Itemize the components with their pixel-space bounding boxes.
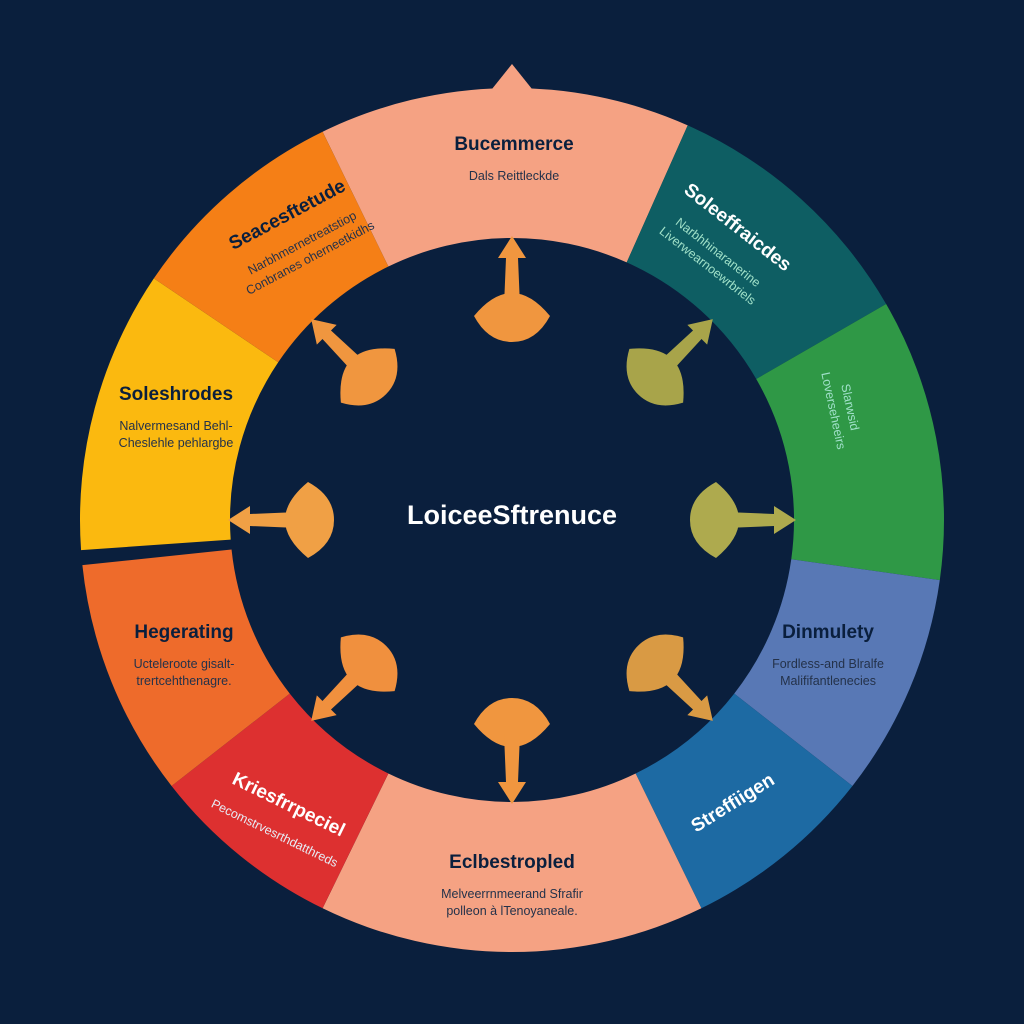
segment-title: Dinmulety [782, 622, 874, 643]
connector-arrow [626, 319, 713, 406]
center-label: LoiceeSftrenuce [407, 500, 617, 530]
segments-layer [80, 88, 944, 952]
segment-bottom-right [734, 559, 940, 786]
segment-subtitle-line: trertcehthenagre. [136, 674, 231, 688]
segment-subtitle-line: Melveerrnmeerand Sfrafir [441, 887, 583, 901]
connector-arrow [690, 482, 796, 558]
segment-title: Hegerating [134, 622, 233, 643]
segment-top [322, 88, 688, 267]
segment-subtitle-line: Malififantlenecies [780, 674, 876, 688]
segment-subtitle-line: Fordless-and Blralfe [772, 657, 884, 671]
segment-right [756, 304, 944, 581]
segment-subtitle-line: Dals Reittleckde [469, 169, 559, 183]
connector-arrow [626, 634, 713, 721]
connector-arrow [311, 634, 398, 721]
segment-top-right [626, 125, 887, 380]
segment-left [80, 278, 279, 551]
connector-arrow [474, 236, 550, 342]
segment-bottom [322, 773, 702, 952]
connectors-layer [228, 236, 796, 804]
connector-arrow [228, 482, 334, 558]
segment-subtitle-line: polleon à lTenoyaneale. [446, 904, 577, 918]
segment-bottom-left [82, 549, 290, 786]
segment-top-left [153, 131, 389, 363]
segment-subtitle-line: Cheslehle pehlargbe [119, 436, 234, 450]
top-arrow-marker [488, 64, 536, 94]
segment-title: Soleshrodes [119, 384, 233, 405]
segment-lower-right [635, 693, 853, 909]
segment-title: Eclbestropled [449, 852, 575, 873]
segment-subtitle-line: Nalvermesand Behl- [119, 419, 232, 433]
connector-arrow [474, 698, 550, 804]
segment-lower-left [171, 693, 389, 909]
segment-title: Bucemmerce [454, 134, 573, 155]
connector-arrow [311, 319, 398, 406]
segment-subtitle-line: Ucteleroote gisalt- [134, 657, 235, 671]
